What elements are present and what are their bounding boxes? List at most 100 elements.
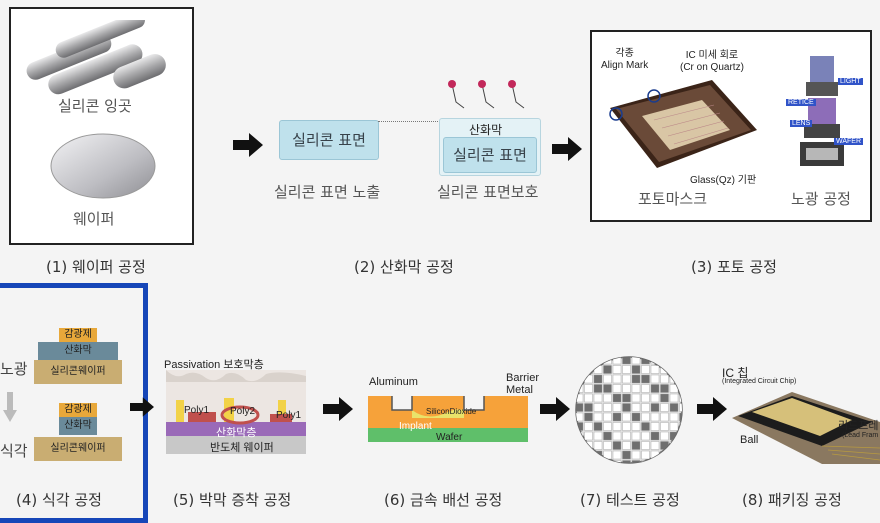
wafer-die xyxy=(576,431,584,441)
wafer-die xyxy=(679,441,682,450)
wafer-die xyxy=(631,384,641,393)
wafer-die xyxy=(584,357,593,365)
wafer-die xyxy=(679,422,682,431)
wafer-die xyxy=(576,450,584,460)
photomask-image xyxy=(609,80,757,168)
wafer-die xyxy=(660,431,669,441)
wafer-label-metal: Wafer xyxy=(436,432,463,443)
protected-surface-caption: 실리콘 표면보호 xyxy=(437,183,539,201)
ingot-label: 실리콘 잉곳 xyxy=(58,97,132,115)
exposure-label: 노광 공정 xyxy=(791,190,851,208)
retice-tag: RETICE xyxy=(786,99,816,106)
wafer-die xyxy=(660,357,669,365)
wafer-die xyxy=(669,450,679,460)
stack2-silicon: 실리콘웨이퍼 xyxy=(34,437,122,461)
wafer-die xyxy=(650,403,660,412)
wafer-die xyxy=(631,460,641,463)
wafer-disc-image xyxy=(50,133,156,199)
wafer-die xyxy=(669,403,679,412)
barrier-metal-label: Barrier Metal xyxy=(506,372,539,396)
aluminum-label: Aluminum xyxy=(369,376,418,388)
wafer-label: 웨이퍼 xyxy=(73,210,115,228)
wafer-die xyxy=(612,384,622,393)
lead-frame-en-label: (Lead Fram xyxy=(842,432,879,439)
wafer-die xyxy=(669,412,679,422)
metal-wiring-cross-section xyxy=(368,396,528,442)
wafer-die xyxy=(631,393,641,403)
wafer-die xyxy=(603,384,612,393)
wafer-die xyxy=(679,374,682,384)
wafer-die xyxy=(669,357,679,365)
wafer-die xyxy=(679,450,682,460)
glass-substrate-label: Glass(Qz) 기판 xyxy=(690,175,757,186)
wafer-die xyxy=(593,422,603,431)
wafer-die xyxy=(679,431,682,441)
wafer-die xyxy=(679,384,682,393)
wafer-die xyxy=(641,450,650,460)
wafer-die xyxy=(641,365,650,374)
wafer-die xyxy=(622,365,631,374)
wafer-die xyxy=(650,384,660,393)
stack1-silicon: 실리콘웨이퍼 xyxy=(34,360,122,384)
arrow-right-icon xyxy=(697,397,727,421)
wafer-die xyxy=(641,384,650,393)
poly2-label: Poly2 xyxy=(230,406,256,417)
wafer-die xyxy=(660,422,669,431)
wafer-die xyxy=(650,365,660,374)
wafer-die xyxy=(622,374,631,384)
wafer-die xyxy=(584,450,593,460)
wafer-die xyxy=(576,441,584,450)
wafer-die xyxy=(612,403,622,412)
wafer-die xyxy=(603,441,612,450)
wafer-die xyxy=(641,403,650,412)
caption-test-process: (7) 테스트 공정 xyxy=(580,491,680,509)
wafer-die xyxy=(603,365,612,374)
wafer-die xyxy=(650,431,660,441)
wafer-die xyxy=(650,412,660,422)
wafer-die xyxy=(622,357,631,365)
wafer-die xyxy=(576,412,584,422)
barrier-metal-text: Barrier Metal xyxy=(506,372,540,396)
arrow-right-icon xyxy=(540,397,570,421)
wafer-die xyxy=(576,365,584,374)
wafer-die xyxy=(660,441,669,450)
wafer-die xyxy=(593,357,603,365)
etch-side-label: 식각 xyxy=(0,442,28,460)
wafer-die xyxy=(584,431,593,441)
wafer-die xyxy=(660,384,669,393)
wafer-die xyxy=(593,403,603,412)
silicon-surface-box: 실리콘 표면 xyxy=(279,120,379,160)
wafer-die xyxy=(593,384,603,393)
ball-label: Ball xyxy=(740,434,759,446)
wafer-die xyxy=(631,357,641,365)
wafer-die xyxy=(650,441,660,450)
wafer-die xyxy=(641,374,650,384)
caption-photo-process: (3) 포토 공정 xyxy=(691,258,777,276)
oxygen-particles-image xyxy=(448,80,525,109)
wafer-die xyxy=(612,365,622,374)
wafer-die xyxy=(650,393,660,403)
protected-silicon-box: 실리콘 표면 xyxy=(443,137,537,173)
wafer-die xyxy=(603,393,612,403)
wafer-die xyxy=(622,441,631,450)
wafer-die xyxy=(679,357,682,365)
wafer-die xyxy=(641,393,650,403)
wafer-die xyxy=(631,365,641,374)
wafer-die xyxy=(576,403,584,412)
photomask-label: 포토마스크 xyxy=(638,190,708,208)
poly1-right-label: Poly1 xyxy=(276,410,302,421)
wafer-die xyxy=(669,460,679,463)
wafer-die xyxy=(641,460,650,463)
wafer-die xyxy=(622,384,631,393)
wafer-die xyxy=(612,431,622,441)
caption-packaging-process: (8) 패키징 공정 xyxy=(742,491,842,509)
wafer-die xyxy=(603,412,612,422)
stack1-photoresist: 감광제 xyxy=(59,328,97,342)
stack2-oxide: 산화막 xyxy=(59,417,97,435)
wafer-die xyxy=(612,450,622,460)
wafer-die xyxy=(584,384,593,393)
arrow-right-icon xyxy=(552,137,582,161)
wafer-die xyxy=(669,365,679,374)
wafer-die xyxy=(576,460,584,463)
wafer-die xyxy=(679,365,682,374)
